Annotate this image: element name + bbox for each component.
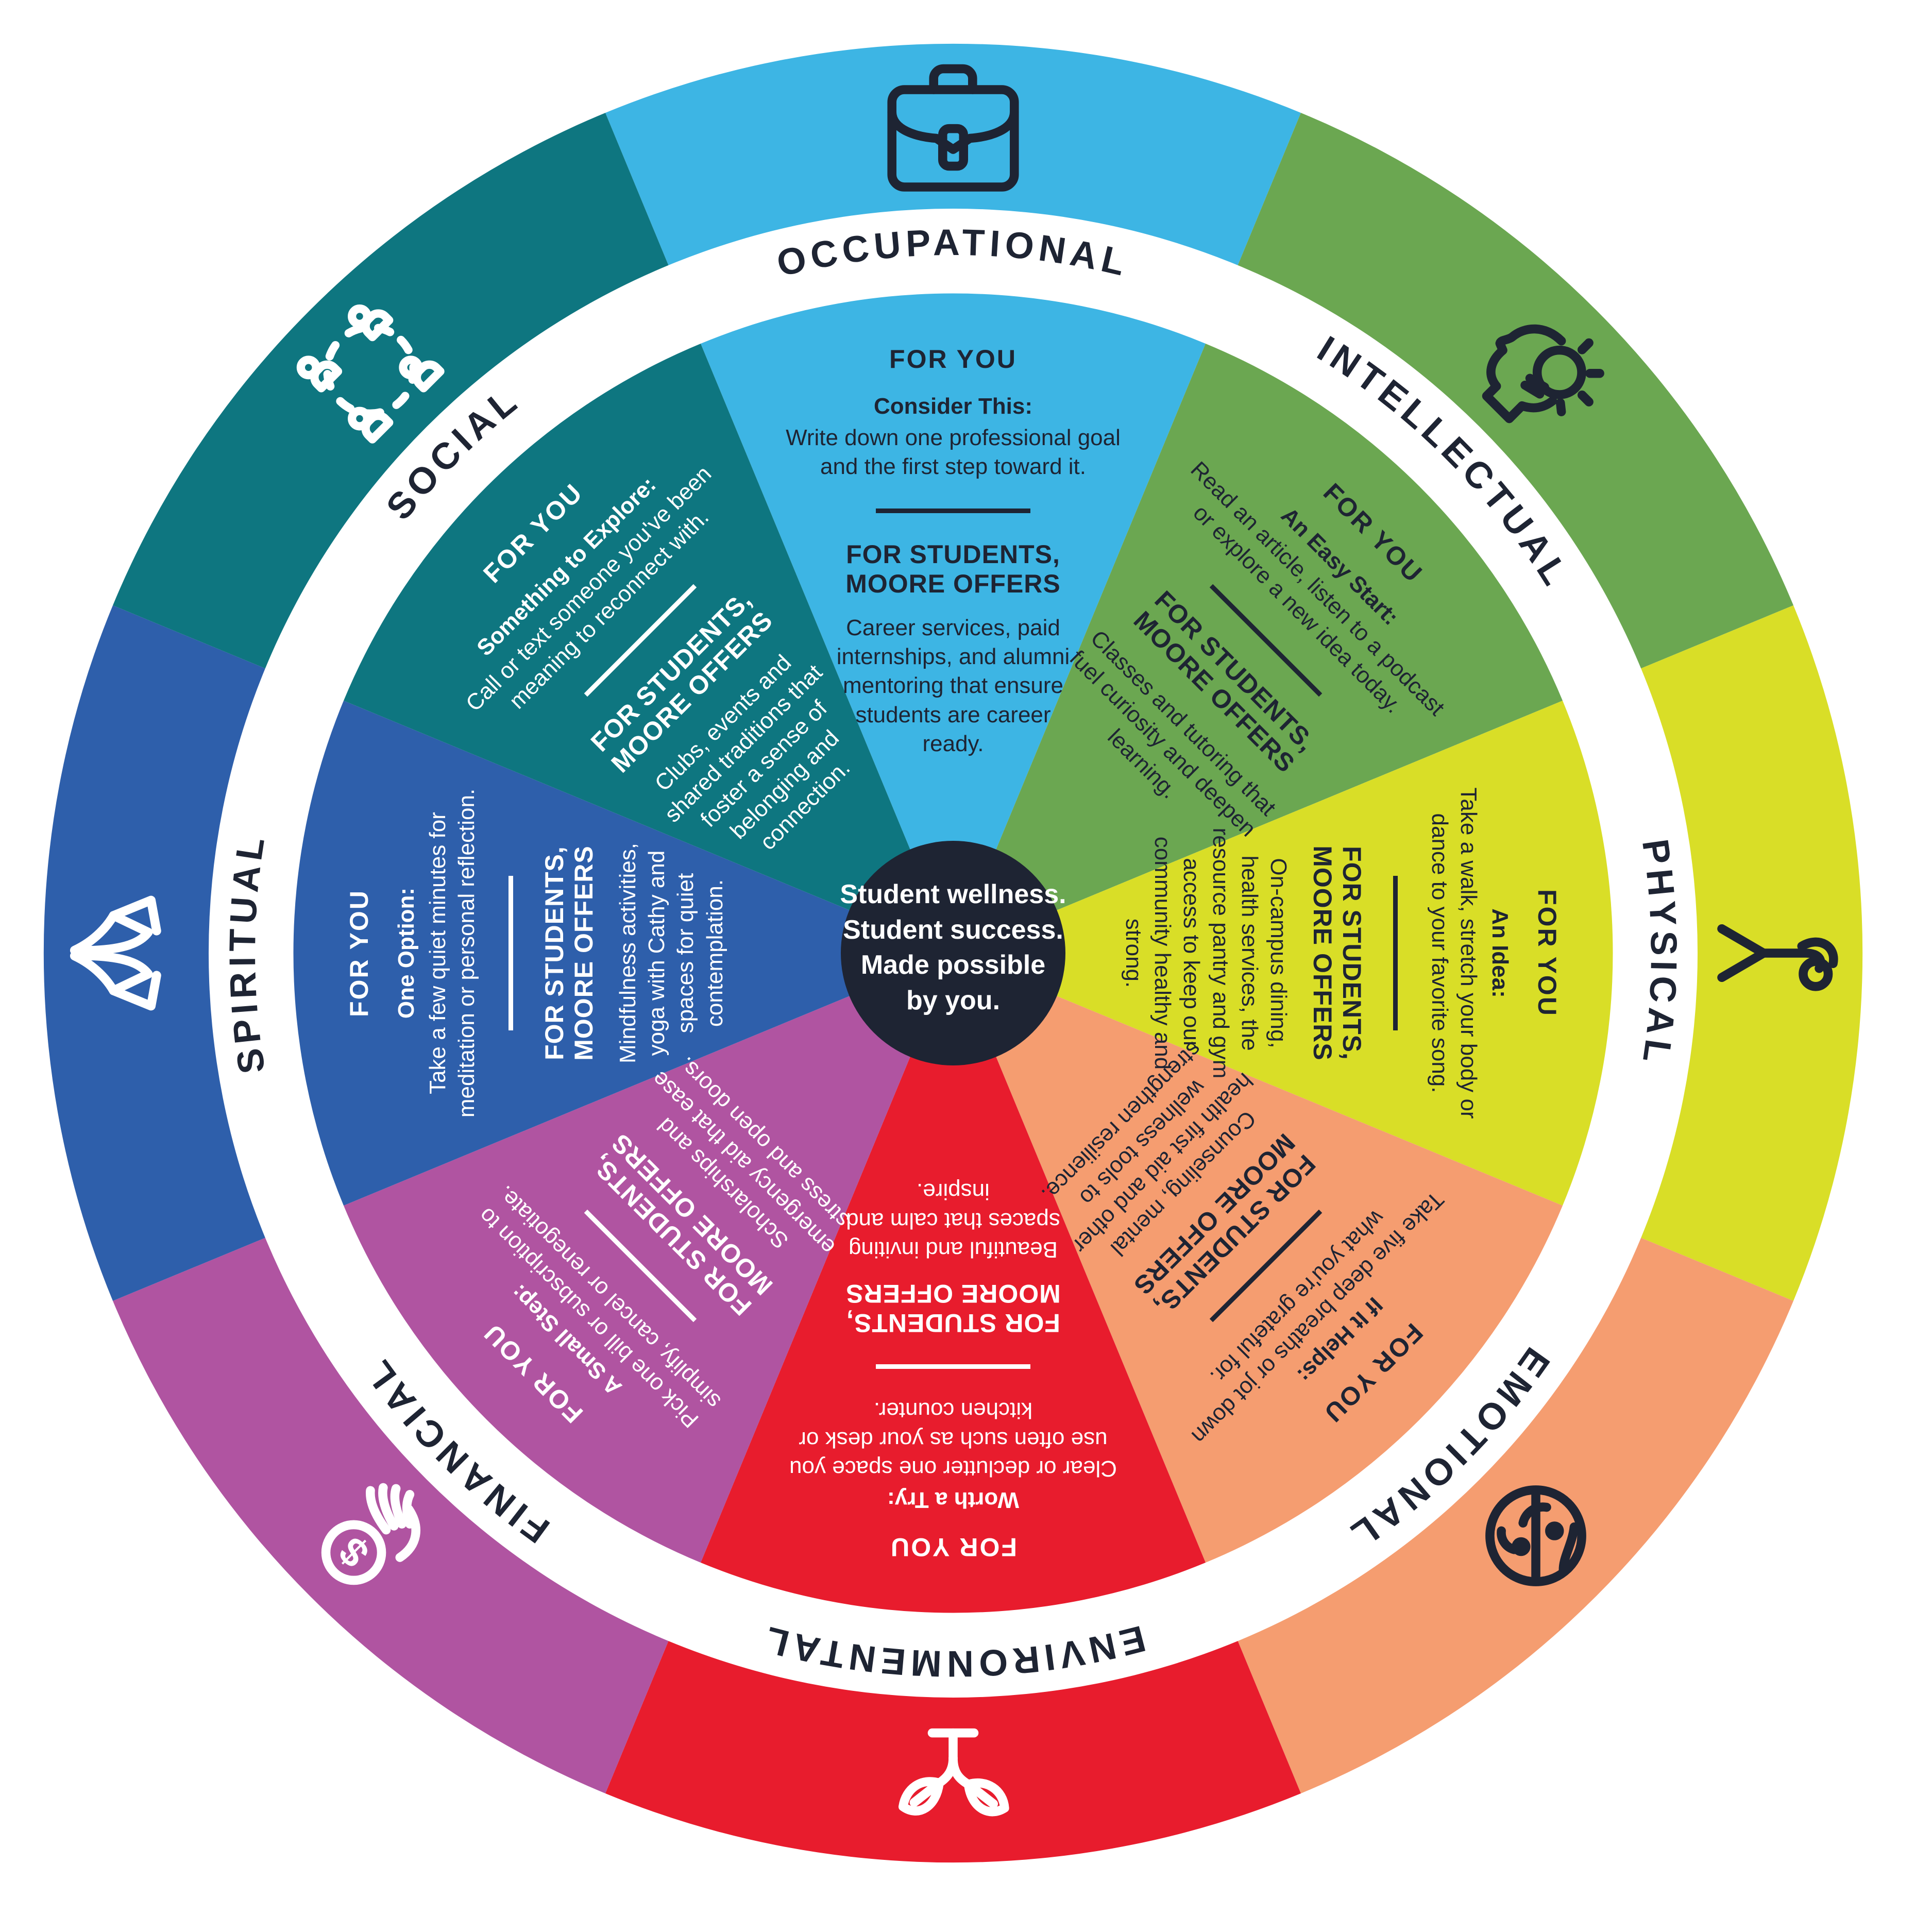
- center-tagline-line: Student wellness.: [840, 879, 1066, 909]
- split-mood-face-icon: [1485, 1485, 1586, 1586]
- exercise-icon: [1717, 924, 1838, 991]
- center-tagline-line: Made possible: [860, 950, 1046, 980]
- people-network-icon: [296, 304, 445, 444]
- inner-wedge-physical: [953, 701, 1613, 1206]
- coin-in-hand-icon: $: [321, 1483, 420, 1585]
- briefcase-icon: [887, 64, 1019, 192]
- center-tagline-line: Student success.: [843, 914, 1063, 945]
- band-label-spiritual: SPIRITUAL: [222, 830, 273, 1076]
- center-tagline-line: by you.: [906, 985, 1001, 1015]
- inner-wedge-environmental: [701, 953, 1206, 1613]
- center-tagline: Student wellness. Student success. Made …: [806, 877, 1100, 1019]
- head-lightbulb-icon: [1482, 324, 1604, 423]
- inner-wedge-occupational: [701, 293, 1206, 954]
- center-circle: [841, 841, 1065, 1065]
- inner-wedge-spiritual: [293, 701, 953, 1206]
- praying-hands-icon: [70, 895, 161, 1011]
- leaves-icon: [899, 1728, 1009, 1817]
